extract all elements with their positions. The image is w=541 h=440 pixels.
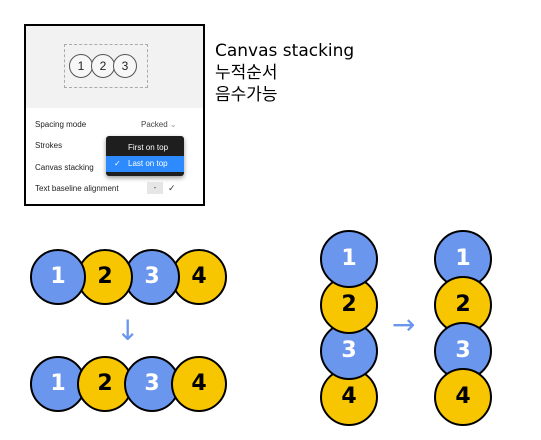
option-last-on-top-label: Last on top bbox=[128, 159, 168, 168]
down-arrow-icon: ↓ bbox=[116, 314, 140, 347]
v-right-circle-3: 3 bbox=[434, 322, 492, 380]
v-left-circle-1: 1 bbox=[320, 230, 378, 288]
preview-circle-1: 1 bbox=[69, 54, 93, 78]
option-last-on-top[interactable]: ✓ Last on top bbox=[106, 156, 184, 172]
preview-circle-2: 2 bbox=[91, 54, 115, 78]
caption-korean-2: 음수가능 bbox=[215, 85, 278, 105]
h-top-circle-4: 4 bbox=[171, 249, 227, 305]
h-bottom-circle-2: 2 bbox=[77, 356, 133, 412]
right-arrow-icon: → bbox=[392, 308, 416, 341]
option-first-on-top[interactable]: First on top bbox=[128, 143, 169, 152]
check-icon: ✓ bbox=[114, 159, 121, 168]
caption-korean-1: 누적순서 bbox=[215, 63, 278, 83]
canvas-stacking-label: Canvas stacking bbox=[35, 163, 94, 172]
h-bottom-circle-4: 4 bbox=[171, 356, 227, 412]
canvas-stacking-dropdown: First on top ✓ Last on top bbox=[106, 136, 184, 176]
h-top-circle-2: 2 bbox=[77, 249, 133, 305]
stacking-preview: 1 2 3 bbox=[26, 26, 203, 108]
preview-circle-3: 3 bbox=[113, 54, 137, 78]
chevron-down-icon: ⌄ bbox=[169, 120, 177, 129]
text-baseline-label: Text baseline alignment bbox=[35, 184, 119, 193]
spacing-mode-value[interactable]: Packed ⌄ bbox=[141, 120, 177, 129]
settings-panel-screenshot: 1 2 3 Spacing mode Packed ⌄ Strokes Canv… bbox=[24, 24, 205, 206]
v-right-circle-4: 4 bbox=[434, 368, 492, 426]
h-top-circle-1: 1 bbox=[30, 249, 86, 305]
check-icon: ✓ bbox=[168, 183, 176, 193]
spacing-mode-text: Packed bbox=[141, 120, 168, 129]
strokes-label: Strokes bbox=[35, 141, 63, 150]
preview-frame: 1 2 3 bbox=[64, 44, 148, 88]
spacing-mode-label: Spacing mode bbox=[35, 120, 87, 129]
v-right-circle-1: 1 bbox=[434, 230, 492, 288]
caption-title: Canvas stacking bbox=[215, 41, 355, 61]
baseline-toggle[interactable]: - bbox=[147, 182, 163, 194]
